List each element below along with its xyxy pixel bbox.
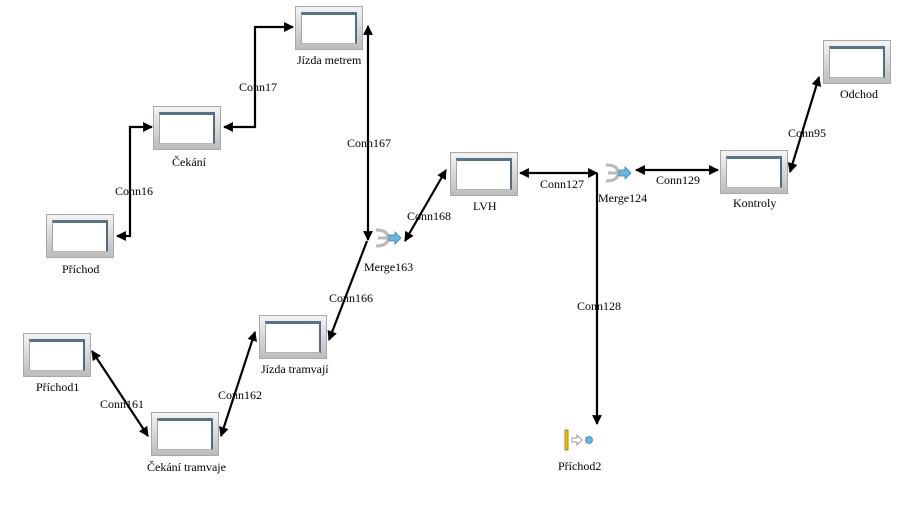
block-cekani-tramvaje[interactable] (151, 412, 219, 456)
block-lvh[interactable] (450, 152, 518, 196)
block-label: Čekání tramvaje (147, 460, 226, 474)
block-label: LVH (473, 199, 497, 213)
block-label: Čekání (172, 155, 206, 169)
block-jizda-metrem[interactable] (295, 6, 363, 50)
block-label: Kontroly (733, 196, 777, 210)
connection-conn162[interactable] (219, 331, 257, 437)
block-label: Příchod1 (36, 380, 80, 394)
merge-icon[interactable] (375, 228, 402, 248)
connection-label: Conn162 (218, 388, 263, 402)
connection-conn166[interactable] (327, 240, 369, 341)
block-cekani[interactable] (153, 106, 221, 150)
merge-icon[interactable] (605, 163, 632, 183)
connection-label: Conn95 (788, 126, 827, 140)
connection-label: Conn17 (239, 80, 278, 94)
connection-conn17[interactable] (223, 22, 294, 132)
block-prichod[interactable] (46, 214, 114, 258)
block-label: Odchod (840, 87, 878, 101)
source-icon[interactable] (564, 429, 593, 451)
block-label: Jízda metrem (297, 53, 362, 67)
block-label: Příchod (62, 262, 100, 276)
connection-label: Conn168 (407, 209, 452, 223)
connection-label: Conn129 (656, 173, 701, 187)
connection-label: Conn161 (100, 397, 145, 411)
merge-label: Merge163 (364, 260, 414, 274)
connection-label: Conn166 (329, 291, 374, 305)
block-odchod[interactable] (823, 40, 891, 84)
merge-label: Merge124 (598, 191, 648, 205)
connection-label: Conn16 (115, 184, 154, 198)
connection-label: Conn128 (577, 299, 622, 313)
connection-conn16[interactable] (116, 122, 153, 241)
block-kontroly[interactable] (720, 150, 788, 194)
connection-label: Conn167 (347, 136, 392, 150)
block-prichod1[interactable] (23, 333, 91, 377)
connection-label: Conn127 (540, 177, 585, 191)
connection-conn161[interactable] (91, 350, 149, 437)
connection-conn168[interactable] (404, 169, 447, 242)
source-label: Příchod2 (558, 459, 602, 473)
block-jizda-tramvaji[interactable] (259, 315, 327, 359)
connection-conn95[interactable] (787, 76, 822, 173)
block-label: Jízda tramvají (261, 362, 329, 376)
